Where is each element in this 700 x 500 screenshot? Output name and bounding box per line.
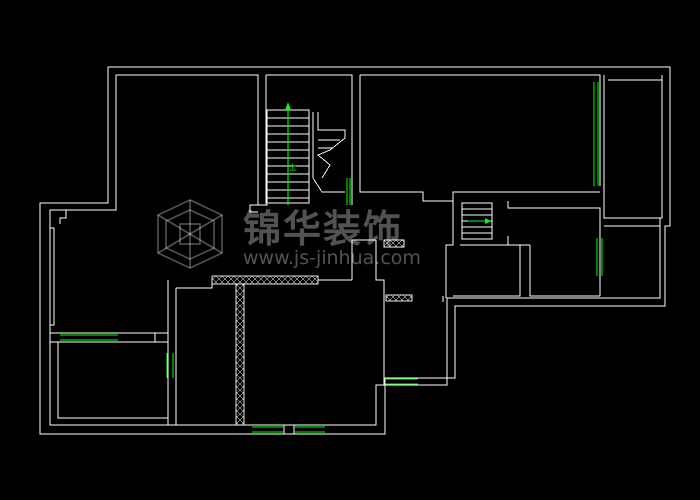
cube-logo-icon (157, 199, 223, 269)
small-staircase (461, 202, 493, 240)
windows (60, 82, 603, 433)
staircase: 上 (266, 102, 346, 205)
stair-up-marker: 上 (289, 163, 297, 172)
watermark-url: www.js-jinhua.com (243, 247, 421, 269)
watermark-brand: 锦华装饰 (243, 207, 403, 251)
hatched-beams (211, 239, 413, 426)
interior-walls (50, 74, 662, 435)
